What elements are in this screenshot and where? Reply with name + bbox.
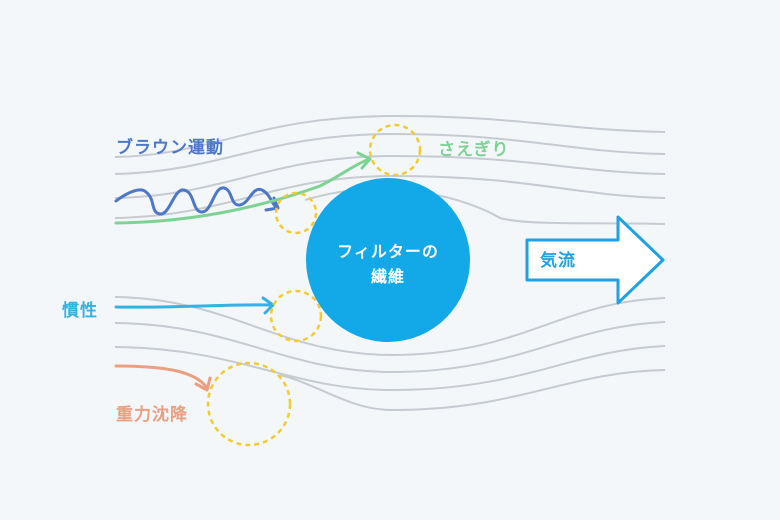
interception-arrowhead-icon xyxy=(356,151,372,170)
streamline xyxy=(114,174,666,219)
inertia-particle-circle xyxy=(269,289,323,343)
streamline xyxy=(114,132,666,175)
inertia-path xyxy=(114,303,274,309)
fiber-label-line2: 繊維 xyxy=(370,267,405,286)
gravity-arrowhead-icon xyxy=(194,376,212,392)
brownian-label: ブラウン運動 xyxy=(116,138,224,158)
filter-fiber xyxy=(306,178,470,342)
brownian-path xyxy=(114,186,278,216)
streamline xyxy=(114,296,666,357)
fiber-label-line1: フィルターの xyxy=(337,242,439,261)
interception-label: さえぎり xyxy=(438,140,510,160)
interception-path xyxy=(114,157,372,225)
streamlines xyxy=(114,114,666,412)
streamline xyxy=(114,345,666,392)
inertia-arrowhead-icon xyxy=(261,296,275,315)
streamline xyxy=(114,321,666,374)
brownian-particle-circle xyxy=(274,191,318,235)
gravity-path xyxy=(114,364,209,390)
streamline xyxy=(114,114,666,158)
inertia-label: 慣性 xyxy=(62,301,98,321)
airflow-arrow-icon xyxy=(525,215,665,305)
streamline xyxy=(114,154,666,199)
interception-particle-circle xyxy=(368,123,422,177)
airflow-label: 気流 xyxy=(540,251,576,271)
gravity-label: 重力沈降 xyxy=(116,405,188,425)
streamline xyxy=(279,369,666,412)
gravity-particle-circle xyxy=(206,361,292,447)
